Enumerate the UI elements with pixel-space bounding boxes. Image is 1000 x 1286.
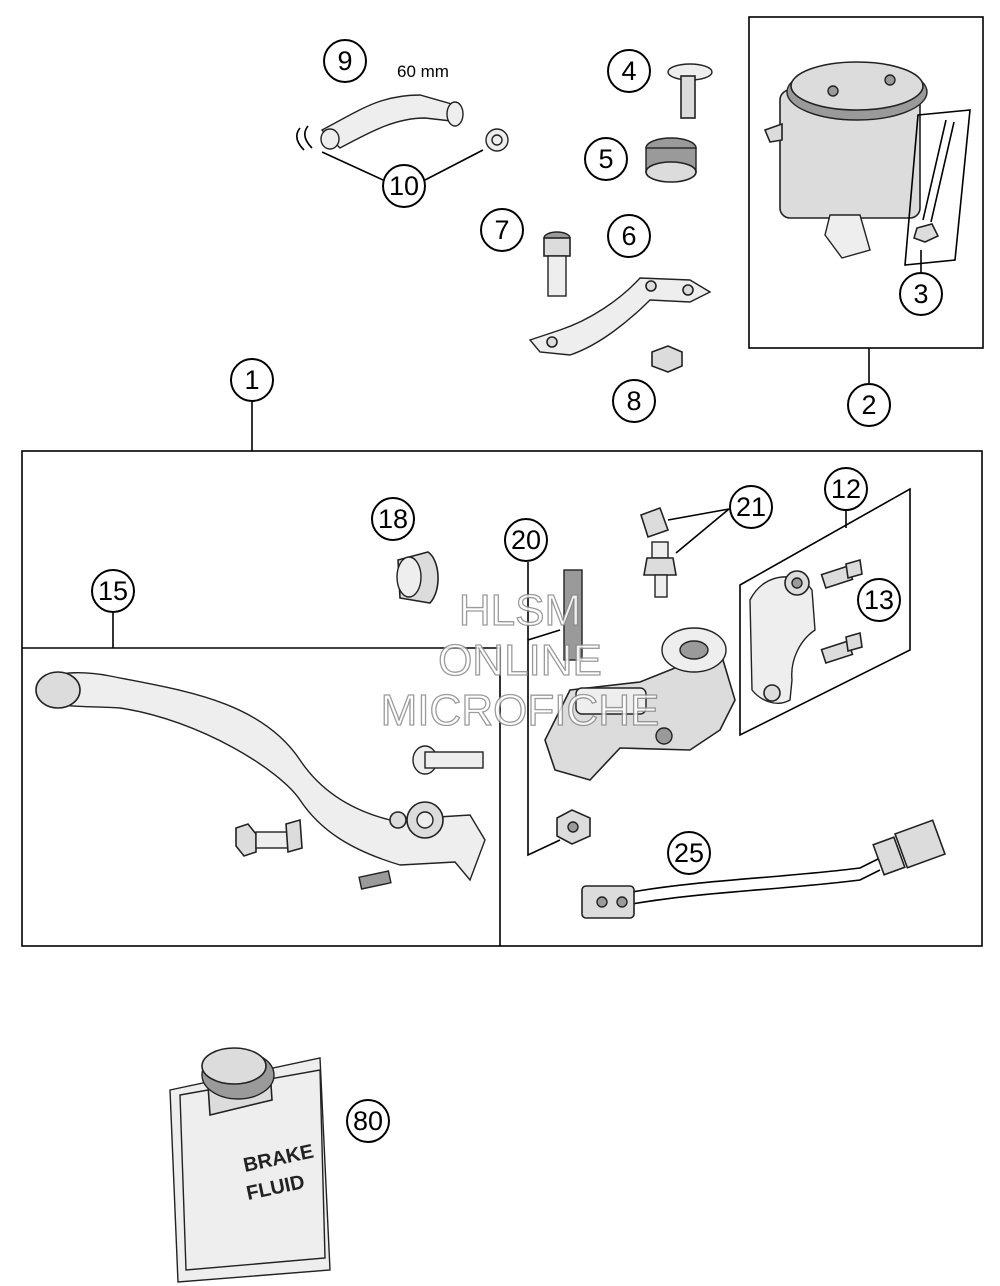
svg-text:2: 2 xyxy=(861,390,876,420)
svg-text:15: 15 xyxy=(98,576,128,606)
hose-clip-left-part xyxy=(296,125,313,151)
bleeder-cap-part xyxy=(640,506,670,539)
master-cylinder-body-part xyxy=(544,627,736,781)
leader-21b xyxy=(675,508,730,554)
lever-pivot-bolt-part xyxy=(235,818,303,857)
watermark-line3: MICROFICHE xyxy=(381,686,660,735)
callout-8: 8 xyxy=(612,379,656,423)
svg-text:13: 13 xyxy=(864,585,894,615)
leader-21a xyxy=(667,508,730,521)
svg-text:4: 4 xyxy=(621,56,636,86)
svg-text:1: 1 xyxy=(244,365,259,395)
callout-10: 10 xyxy=(382,164,426,208)
reservoir-long-screw-part xyxy=(904,109,971,266)
clamp-group-frame xyxy=(739,487,911,737)
svg-text:6: 6 xyxy=(621,221,636,251)
svg-text:5: 5 xyxy=(598,144,613,174)
svg-text:9: 9 xyxy=(337,46,352,76)
svg-text:20: 20 xyxy=(511,525,541,555)
adjuster-pin-part xyxy=(412,745,484,775)
cylinder-nut-part xyxy=(556,809,591,845)
svg-text:7: 7 xyxy=(494,215,509,245)
hose-clip-right-part xyxy=(485,128,509,152)
callout-5: 5 xyxy=(584,137,628,181)
watermark-line2: ONLINE xyxy=(438,636,602,685)
callout-12: 12 xyxy=(824,467,868,511)
svg-text:3: 3 xyxy=(913,279,928,309)
svg-text:18: 18 xyxy=(378,504,408,534)
svg-text:21: 21 xyxy=(736,492,766,522)
clamp-screw-lower-part xyxy=(820,631,863,664)
reservoir-screw-part xyxy=(667,63,713,119)
bracket-screw-part xyxy=(543,231,571,297)
lever-group-frame xyxy=(22,647,501,946)
watermark-line1: HLSM xyxy=(459,586,581,635)
svg-text:80: 80 xyxy=(353,1106,383,1136)
reservoir-bracket-part xyxy=(528,277,712,356)
fluid-reservoir-part xyxy=(763,61,928,259)
callout-7: 7 xyxy=(480,208,524,252)
master-cylinder-group-frame xyxy=(21,450,983,947)
brake-lever-part xyxy=(35,671,486,882)
callout-6: 6 xyxy=(607,214,651,258)
svg-text:8: 8 xyxy=(626,386,641,416)
callout-25: 25 xyxy=(667,831,711,875)
svg-text:10: 10 xyxy=(389,171,419,201)
clamp-screw-upper-part xyxy=(820,558,863,589)
bleeder-screw-part xyxy=(643,541,677,598)
rubber-damper-part xyxy=(645,137,697,183)
handlebar-clamp-part xyxy=(749,570,816,704)
rubber-cap-part xyxy=(396,551,439,604)
callout-20: 20 xyxy=(504,518,548,562)
callout-9: 9 xyxy=(323,39,367,83)
callout-15: 15 xyxy=(91,569,135,613)
lever-spring-part xyxy=(358,870,392,890)
callout-2: 2 xyxy=(847,383,891,427)
watermark: HLSM ONLINE MICROFICHE xyxy=(380,585,660,735)
stud-part xyxy=(563,569,583,661)
callout-80: 80 xyxy=(346,1099,390,1143)
callout-13: 13 xyxy=(857,578,901,622)
leader-10a xyxy=(321,151,384,181)
cylinder-body-bracket xyxy=(527,629,561,857)
svg-text:25: 25 xyxy=(674,838,704,868)
callout-3: 3 xyxy=(899,272,943,316)
callout-1: 1 xyxy=(230,358,274,402)
brake-fluid-can-part: BRAKE FLUID xyxy=(169,1047,331,1283)
reservoir-group-frame xyxy=(748,16,984,349)
svg-text:12: 12 xyxy=(831,474,861,504)
callout-21: 21 xyxy=(729,485,773,529)
callout-18: 18 xyxy=(371,497,415,541)
bracket-nut-part xyxy=(651,345,683,373)
brake-hose-part xyxy=(320,94,464,150)
leader-10b xyxy=(424,149,484,181)
brake-light-switch-part xyxy=(581,819,946,919)
hose-length-note: 60 mm xyxy=(397,62,449,81)
callout-4: 4 xyxy=(607,49,651,93)
